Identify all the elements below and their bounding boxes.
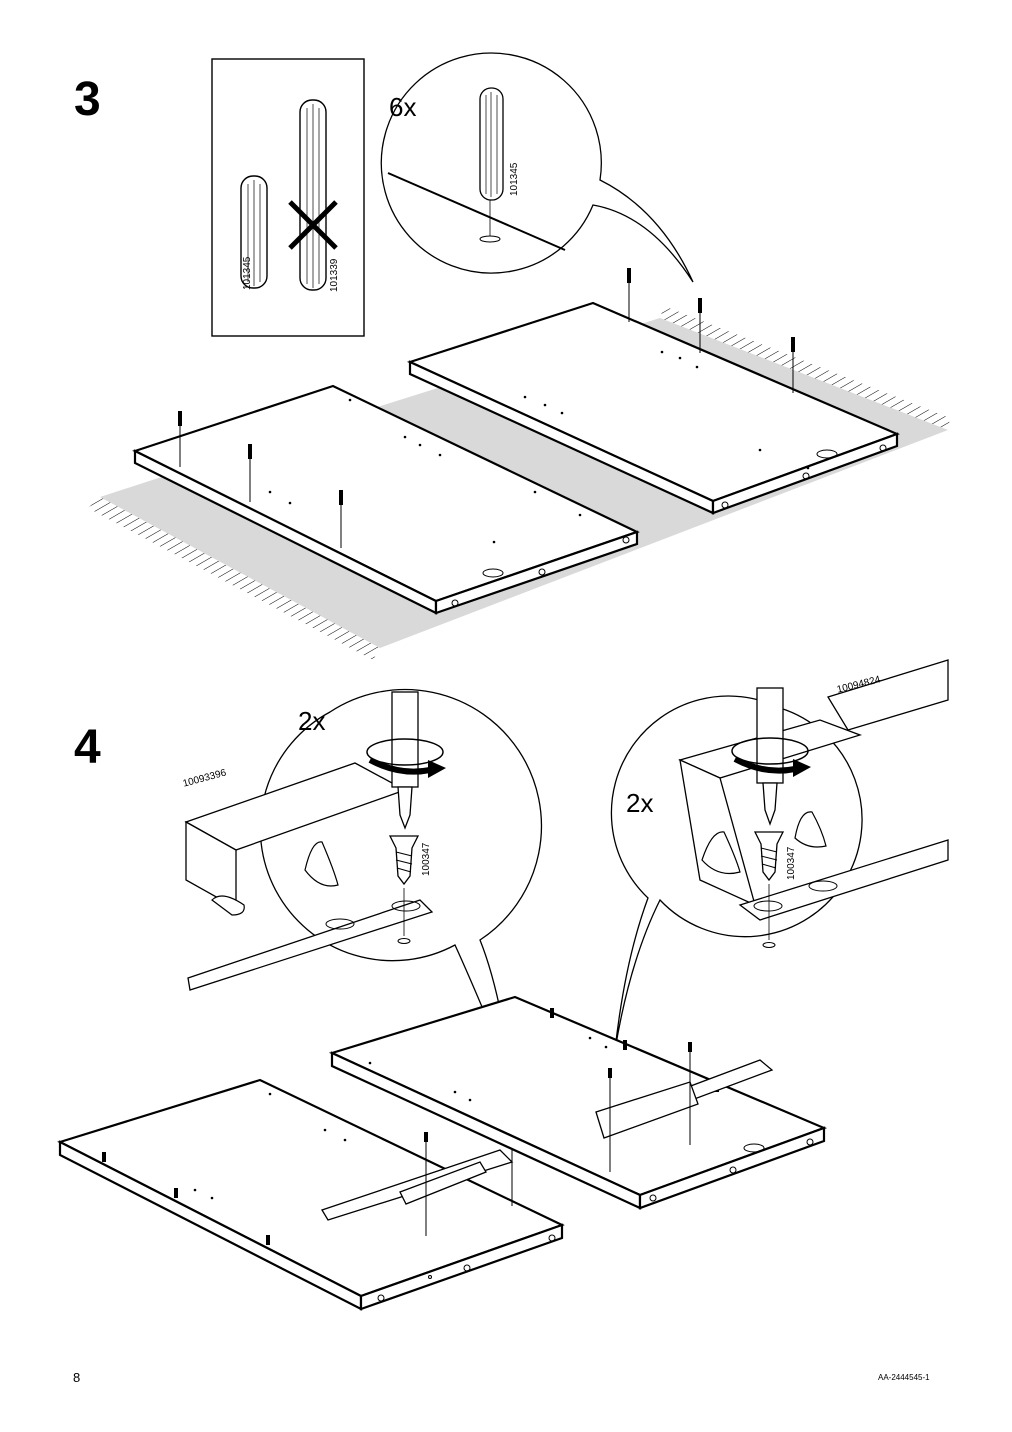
dowel-comparison-box	[211, 58, 365, 337]
part-number: 100347	[421, 842, 432, 876]
step-number: 4	[74, 721, 101, 774]
dowel-icon	[240, 175, 268, 289]
screw-icon	[753, 831, 785, 882]
quantity-label: 2x	[298, 706, 326, 736]
screw-callout-left	[184, 688, 543, 1081]
part-number: 100347	[786, 846, 797, 880]
part-number: 101345	[509, 162, 520, 196]
panel-icon	[406, 268, 900, 515]
wrong-cross-icon	[288, 200, 338, 250]
dowel-callout	[380, 52, 694, 283]
panel-icon	[57, 1078, 565, 1311]
quantity-label: 6x	[389, 92, 417, 122]
dowel-icon	[299, 99, 327, 291]
rotation-arrow-icon	[366, 738, 446, 778]
page-number: 8	[73, 1370, 81, 1385]
part-number: 101345	[242, 256, 253, 290]
drawer-runner-icon	[184, 762, 434, 991]
step-number: 3	[74, 73, 101, 126]
rotation-arrow-icon	[731, 737, 811, 777]
document-code: AA-2444545-1	[878, 1373, 930, 1382]
quantity-label: 2x	[626, 788, 654, 818]
part-number: 101339	[329, 258, 340, 292]
screw-callout-right	[610, 659, 949, 1051]
panel-icon	[328, 995, 828, 1210]
screw-icon	[388, 835, 420, 886]
panel-icon	[132, 384, 640, 615]
dowel-icon	[479, 87, 504, 201]
